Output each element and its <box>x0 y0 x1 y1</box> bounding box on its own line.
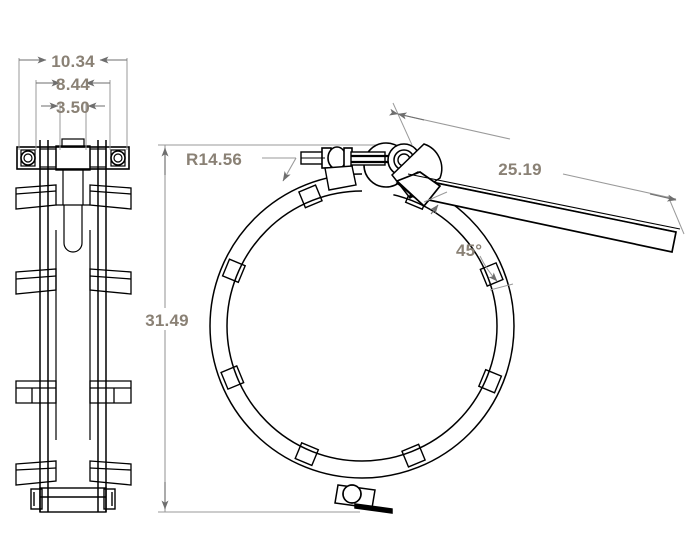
ext-line-angle-b <box>489 283 514 291</box>
dimension-value-tab-angle: 45° <box>456 241 482 260</box>
dimension-height-overall: 31.49 <box>141 144 400 513</box>
ext-line-lever-end <box>667 195 685 235</box>
dimension-group-widths: 10.34 8.44 3.50 <box>18 52 128 150</box>
dimension-value-width-inner: 3.50 <box>56 98 90 117</box>
dimension-value-lever-length: 25.19 <box>498 160 542 179</box>
ext-line-lever-start <box>392 102 413 146</box>
dimension-value-ring-radius: R14.56 <box>186 150 242 169</box>
side-view-tab-brackets <box>15 184 132 486</box>
dimension-value-width-middle: 8.44 <box>56 75 90 94</box>
dimension-width-middle: 8.44 <box>36 75 110 94</box>
side-view-top-bolt-assembly <box>16 138 130 171</box>
dimension-width-inner: 3.50 <box>41 98 105 117</box>
side-view-rails <box>39 140 107 512</box>
dimension-ring-radius: R14.56 <box>186 150 297 182</box>
dimension-lever-length: 25.19 <box>388 102 685 235</box>
dimension-value-height-overall: 31.49 <box>145 311 189 330</box>
ring-gap-mask <box>362 160 400 326</box>
dimension-width-overall: 10.34 <box>19 52 127 71</box>
lever-top-edge <box>407 173 681 230</box>
adjuster-bolt-assembly <box>300 146 388 170</box>
ring-clamp-ear <box>324 165 357 191</box>
ext-line-angle-a <box>423 191 448 203</box>
dimension-value-width-overall: 10.34 <box>51 52 95 71</box>
front-view <box>209 142 681 514</box>
side-view-center-slot <box>55 169 91 440</box>
release-lever-arm <box>395 171 677 254</box>
dimension-tab-angle: 45° <box>423 191 514 291</box>
side-view <box>15 138 132 513</box>
side-view-bottom-hinge <box>30 487 116 513</box>
bottom-hinge-lug <box>334 484 393 514</box>
